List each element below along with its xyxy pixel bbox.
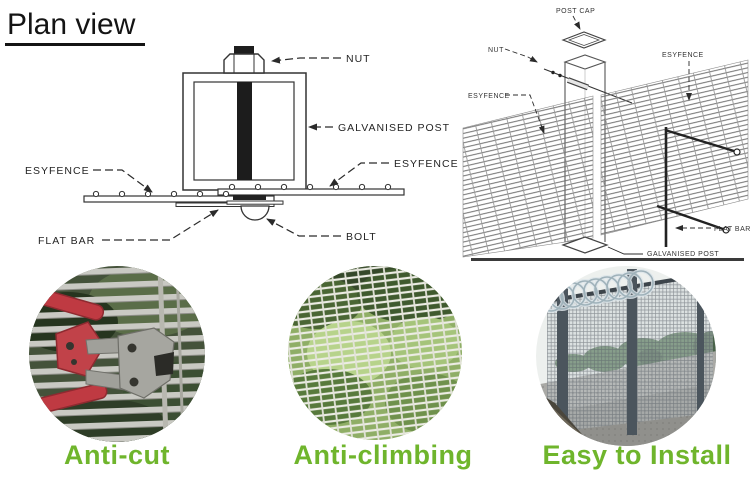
photo2-mesh-grid bbox=[288, 266, 462, 440]
iso-leader-lines bbox=[504, 15, 711, 255]
iso-mesh-panels bbox=[462, 59, 749, 258]
caption-anti-climbing: Anti-climbing bbox=[293, 440, 473, 470]
plan-label-flat-bar: FLAT BAR bbox=[38, 235, 95, 247]
iso-label-flat-bar: FLAT BAR bbox=[714, 226, 750, 233]
caption-easy-to-install: Easy to Install bbox=[542, 440, 732, 470]
iso-label-esyfence-right: ESYFENCE bbox=[662, 52, 704, 59]
plan-leader-lines bbox=[93, 56, 389, 241]
plan-nut-shape bbox=[223, 46, 265, 74]
iso-label-post-cap: POST CAP bbox=[556, 8, 595, 15]
diagram-separator-line bbox=[471, 258, 744, 261]
iso-label-nut: NUT bbox=[488, 47, 504, 54]
plan-label-esyfence-right: ESYFENCE bbox=[394, 158, 459, 170]
photo1-mesh-wires bbox=[29, 266, 205, 442]
plan-label-bolt: BOLT bbox=[346, 231, 377, 243]
iso-label-galvanised-post: GALVANISED POST bbox=[647, 251, 719, 258]
plan-label-esyfence-left: ESYFENCE bbox=[25, 165, 90, 177]
iso-label-esyfence-left: ESYFENCE bbox=[468, 93, 510, 100]
photo-anti-climbing bbox=[288, 266, 462, 440]
caption-anti-cut: Anti-cut bbox=[64, 440, 170, 470]
iso-view-diagram: POST CAP NUT ESYFENCE ESYFENCE FLAT BAR … bbox=[462, 8, 750, 258]
plan-label-nut: NUT bbox=[346, 53, 371, 65]
plan-fence-panels bbox=[83, 183, 405, 203]
plan-label-galvanised-post: GALVANISED POST bbox=[338, 122, 450, 134]
photo-easy-to-install bbox=[536, 266, 716, 446]
iso-post-base bbox=[561, 236, 609, 254]
iso-post-cap-shape bbox=[561, 31, 607, 49]
photo-anti-cut bbox=[29, 266, 205, 442]
plan-flatbar-bolt-shape bbox=[175, 195, 284, 221]
plan-view-diagram: NUT GALVANISED POST ESYFENCE ESYFENCE FL… bbox=[25, 46, 459, 247]
plan-post-insert bbox=[237, 82, 252, 180]
plan-view-title: Plan view bbox=[5, 8, 146, 46]
iso-flatbar-rods bbox=[656, 127, 741, 247]
